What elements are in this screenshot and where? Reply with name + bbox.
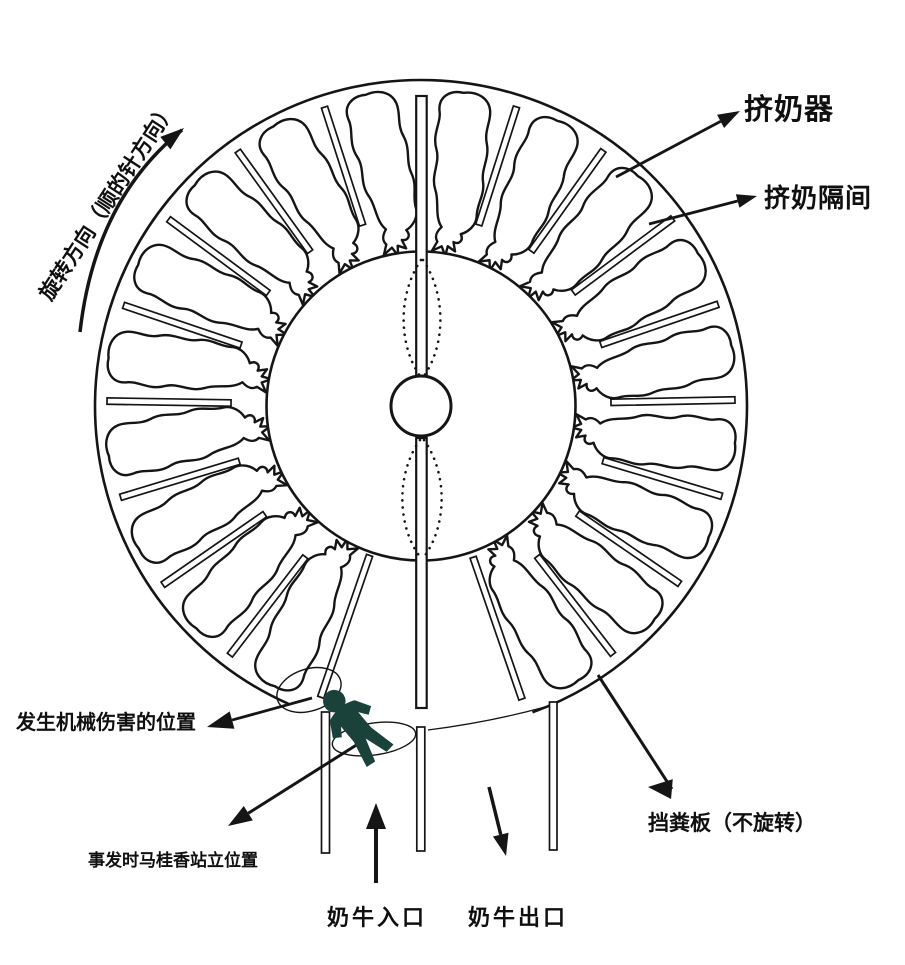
center-pivot	[389, 374, 453, 438]
gap-edge-rail	[316, 553, 374, 700]
cow-stall-shape	[254, 537, 360, 692]
label-milking-stall: 挤奶隔间	[764, 183, 873, 213]
cow-stall-shape	[345, 90, 418, 257]
cow-stall-shape	[550, 238, 707, 343]
arrowhead	[717, 111, 740, 128]
stall-divider-rail	[165, 215, 272, 297]
cow-stall-shape	[569, 325, 736, 400]
stall-divider-rail	[233, 147, 314, 255]
platform-outer-edge	[93, 78, 749, 714]
standing-spot-ellipse	[331, 721, 417, 757]
cow-stall-shape	[105, 405, 272, 477]
standing-arrow-line	[247, 742, 359, 815]
worker-head	[323, 689, 346, 713]
injury-arrow-line	[231, 696, 313, 722]
gap-edge-rail	[468, 555, 527, 702]
dotted-guide	[421, 258, 442, 378]
stall-divider-rail	[320, 105, 367, 228]
lane-rail	[320, 711, 331, 854]
lane-rail	[415, 726, 426, 852]
cow-stall-shape	[430, 90, 492, 258]
cow-stall-shape	[258, 117, 360, 275]
dotted-guide	[402, 258, 423, 378]
cow-stall-shape	[477, 115, 579, 272]
stall-arrow-line	[648, 199, 738, 226]
arrowhead	[207, 711, 235, 729]
stall-divider-rail	[118, 457, 242, 502]
baffle-arrow-line	[596, 674, 674, 790]
stall-divider-rail	[527, 147, 608, 255]
label-cow-entrance: 奶牛入口	[327, 905, 428, 930]
stall-divider-rail	[159, 510, 268, 589]
stall-divider-rail	[121, 301, 244, 350]
injury-spot-ellipse	[276, 666, 342, 714]
center-rail	[415, 436, 428, 710]
manure-baffle-line	[427, 706, 546, 731]
cow-stall-shape	[133, 243, 288, 347]
arrowhead	[492, 832, 509, 856]
label-injury-location: 发生机械伤害的位置	[16, 712, 196, 734]
label-manure-baffle: 挡粪板（不旋转）	[648, 812, 816, 835]
stall-divider-rail	[474, 104, 521, 228]
stall-divider-rail	[601, 456, 724, 501]
cow-stall-shape	[130, 464, 289, 564]
label-standing-position: 事发时马桂香站立位置	[88, 851, 258, 870]
arrowhead	[366, 803, 386, 829]
cow-stall-shape	[185, 170, 319, 306]
cow-stall-shape	[556, 460, 714, 560]
lane-rail	[548, 701, 558, 851]
stall-divider-rail	[226, 553, 310, 659]
worker-figure	[323, 689, 394, 767]
stall-divider-rail	[598, 300, 721, 349]
arrowhead	[228, 806, 253, 826]
cow-stall-shape	[106, 330, 273, 394]
cow-stall-shape	[487, 534, 593, 690]
label-cow-exit: 奶牛出口	[468, 905, 569, 930]
stall-divider-rail	[106, 397, 232, 408]
cow-stall-shape	[518, 166, 653, 302]
center-rail	[415, 94, 428, 378]
cow-stall-shape	[570, 412, 737, 472]
arrowhead	[735, 194, 757, 208]
arrowhead	[160, 128, 184, 150]
worker-body	[329, 700, 394, 767]
stall-divider-rail	[610, 395, 736, 407]
dotted-guide	[401, 438, 422, 559]
dotted-guide	[422, 438, 443, 559]
stall-divider-rail	[574, 509, 683, 588]
exit-arrow-line	[487, 786, 503, 836]
arrowhead	[648, 779, 673, 800]
rotation-direction-arrow	[78, 128, 184, 333]
cow-stall-shape	[181, 506, 319, 639]
cow-stall-shape	[527, 501, 664, 635]
milker-arrow-line	[615, 120, 722, 179]
label-milking-machine: 挤奶器	[744, 94, 835, 126]
stall-divider-rail	[533, 553, 617, 658]
